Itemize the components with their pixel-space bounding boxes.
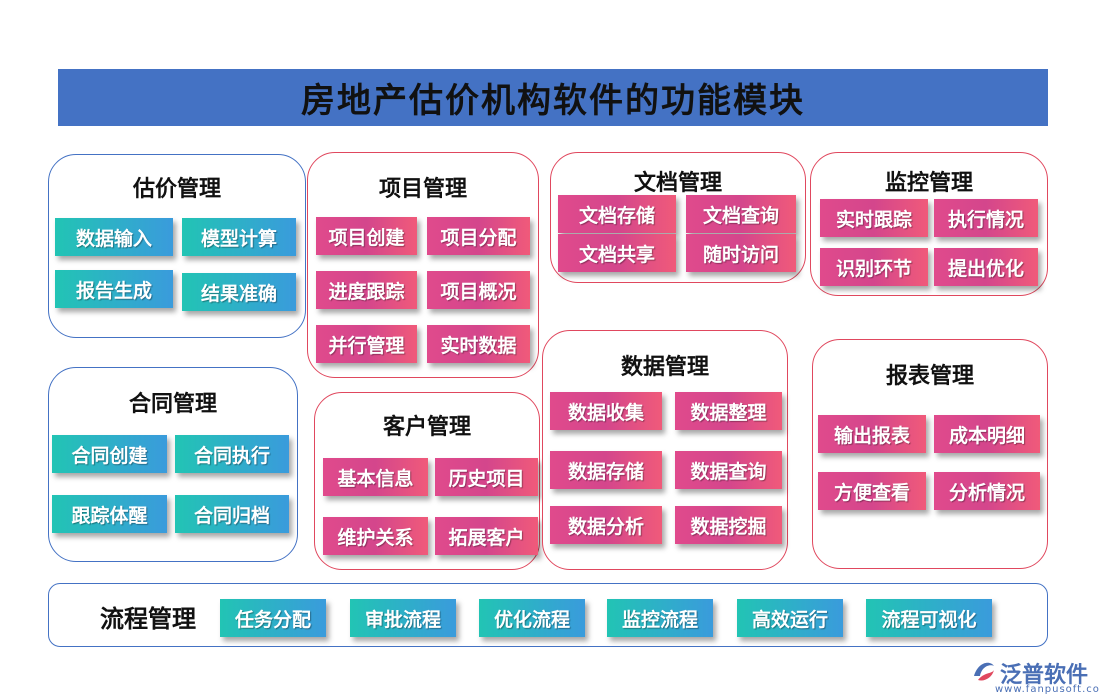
- page-title: 房地产估价机构软件的功能模块: [301, 81, 805, 121]
- chip-document-1[interactable]: 文档查询: [686, 195, 796, 233]
- chip-valuation-0[interactable]: 数据输入: [55, 218, 173, 256]
- chip-report-1[interactable]: 成本明细: [934, 415, 1040, 453]
- chip-monitor-1[interactable]: 执行情况: [934, 199, 1038, 237]
- chip-project-5[interactable]: 实时数据: [427, 325, 530, 363]
- chip-valuation-3[interactable]: 结果准确: [182, 273, 296, 311]
- module-title: 报表管理: [885, 364, 974, 389]
- flow-section: [48, 583, 1048, 647]
- chip-customer-2[interactable]: 维护关系: [323, 517, 428, 555]
- logo-name: 泛普软件: [1000, 663, 1089, 688]
- title-bar: 房地产估价机构软件的功能模块: [58, 69, 1048, 126]
- chip-data-5[interactable]: 数据挖掘: [675, 506, 782, 544]
- chip-data-0[interactable]: 数据收集: [550, 392, 662, 430]
- chip-contract-3[interactable]: 合同归档: [175, 495, 289, 533]
- chip-flow-4[interactable]: 高效运行: [737, 599, 843, 637]
- chip-monitor-2[interactable]: 识别环节: [820, 248, 928, 286]
- chip-flow-2[interactable]: 优化流程: [479, 599, 585, 637]
- chip-document-3[interactable]: 随时访问: [686, 234, 796, 272]
- chip-customer-0[interactable]: 基本信息: [323, 458, 428, 496]
- chip-data-1[interactable]: 数据整理: [675, 392, 782, 430]
- chip-project-2[interactable]: 进度跟踪: [316, 271, 417, 309]
- chip-monitor-0[interactable]: 实时跟踪: [820, 199, 928, 237]
- chip-report-0[interactable]: 输出报表: [818, 415, 926, 453]
- chip-customer-3[interactable]: 拓展客户: [435, 517, 538, 555]
- chip-flow-5[interactable]: 流程可视化: [866, 599, 992, 637]
- module-title: 数据管理: [620, 355, 709, 380]
- chip-contract-2[interactable]: 跟踪体醒: [52, 495, 167, 533]
- chip-document-0[interactable]: 文档存储: [558, 195, 676, 233]
- chip-data-4[interactable]: 数据分析: [550, 506, 662, 544]
- chip-document-2[interactable]: 文档共享: [558, 234, 676, 272]
- module-title: 客户管理: [382, 415, 471, 440]
- chip-data-3[interactable]: 数据查询: [675, 451, 782, 489]
- module-title: 合同管理: [128, 392, 217, 417]
- chip-contract-1[interactable]: 合同执行: [175, 435, 289, 473]
- module-title: 估价管理: [132, 177, 221, 202]
- module-title: 项目管理: [378, 177, 467, 202]
- chip-project-0[interactable]: 项目创建: [316, 217, 417, 255]
- chip-project-4[interactable]: 并行管理: [316, 325, 417, 363]
- chip-project-1[interactable]: 项目分配: [427, 217, 530, 255]
- chip-customer-1[interactable]: 历史项目: [435, 458, 538, 496]
- chip-report-2[interactable]: 方便查看: [818, 472, 926, 510]
- chip-flow-1[interactable]: 审批流程: [350, 599, 456, 637]
- chip-valuation-1[interactable]: 模型计算: [182, 218, 296, 256]
- chip-data-2[interactable]: 数据存储: [550, 451, 662, 489]
- chip-project-3[interactable]: 项目概况: [427, 271, 530, 309]
- chip-report-3[interactable]: 分析情况: [934, 472, 1040, 510]
- chip-flow-3[interactable]: 监控流程: [607, 599, 713, 637]
- chip-valuation-2[interactable]: 报告生成: [55, 270, 173, 308]
- fanpu-logo-icon: [974, 662, 994, 681]
- chip-monitor-3[interactable]: 提出优化: [934, 248, 1038, 286]
- chip-contract-0[interactable]: 合同创建: [52, 435, 167, 473]
- module-report: 报表管理: [812, 339, 1048, 569]
- module-title: 文档管理: [633, 171, 722, 196]
- module-title: 监控管理: [884, 171, 973, 196]
- logo-url: www.fanpusoft.com: [995, 684, 1100, 695]
- flow-title: 流程管理: [100, 605, 196, 633]
- chip-flow-0[interactable]: 任务分配: [220, 599, 326, 637]
